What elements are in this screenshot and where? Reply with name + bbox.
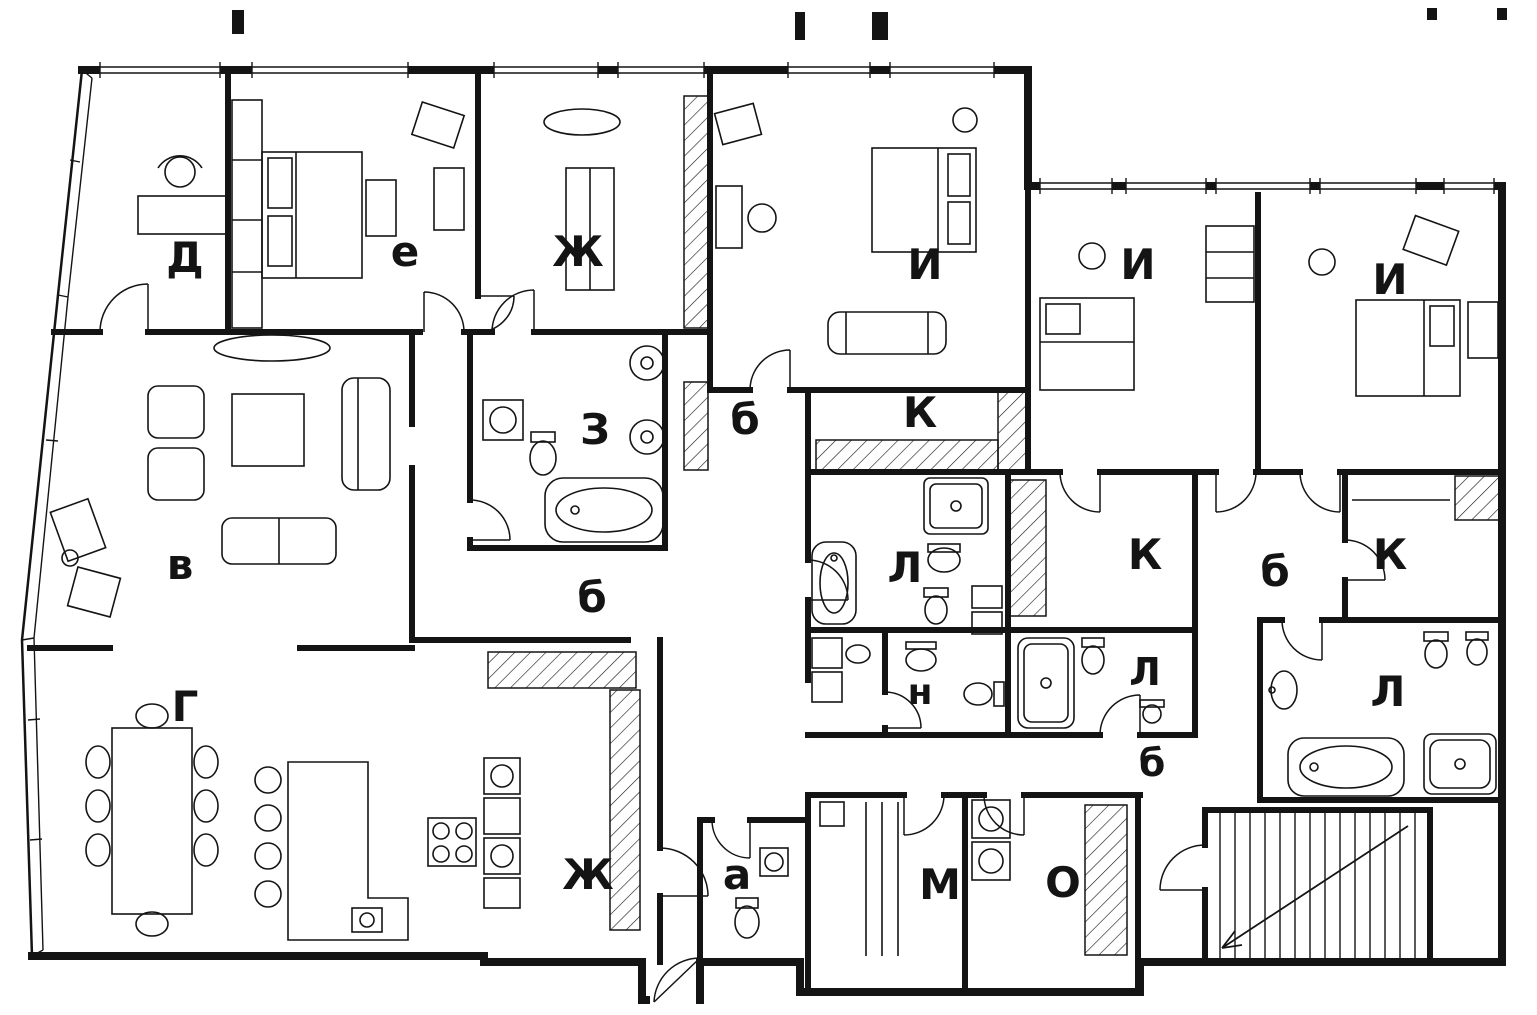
room-label-6-З: З <box>580 405 610 454</box>
room-label-14-б: б <box>577 573 607 622</box>
doors <box>99 283 1386 1004</box>
room-label-11-К: К <box>1127 530 1163 579</box>
room-label-12-б: б <box>1260 547 1290 596</box>
interior-walls <box>27 67 1505 993</box>
bath-l2-fixtures <box>1017 637 1165 729</box>
office-furniture <box>137 155 227 235</box>
room-label-5-И: И <box>1372 255 1408 304</box>
bedroom-e-furniture <box>231 99 466 329</box>
bedroom-i2-furniture <box>1039 225 1255 391</box>
room-label-8-К: К <box>902 388 938 437</box>
dining-room-furniture <box>85 703 409 941</box>
room-label-13-К: К <box>1372 530 1408 579</box>
glazed-facade <box>20 69 93 957</box>
living-room-furniture <box>49 334 391 618</box>
room-m-fixtures <box>819 801 899 956</box>
room-o-fixtures <box>971 799 1011 881</box>
room-label-17-Л: Л <box>1129 650 1161 694</box>
wardrobes <box>487 95 1502 956</box>
room-a-fixtures <box>734 847 789 939</box>
stairs <box>1219 812 1416 960</box>
room-label-0-Д: Д <box>166 233 204 282</box>
room-label-3-И: И <box>907 240 943 289</box>
room-label-22-М: М <box>919 860 961 909</box>
bath-l1-fixtures <box>811 477 1003 703</box>
room-label-1-е: е <box>390 227 420 276</box>
upper-structure-marks <box>232 8 1507 40</box>
room-label-16-н: н <box>907 672 933 713</box>
outer-walls <box>28 66 1506 1004</box>
bath-z-fixtures <box>482 345 665 543</box>
bath-l3-fixtures <box>1268 631 1497 797</box>
room-label-4-И: И <box>1120 240 1156 289</box>
room-label-15-Г: Г <box>171 682 199 731</box>
windows <box>99 62 1495 194</box>
room-label-18-б: б <box>1138 741 1166 785</box>
room-label-23-О: О <box>1045 858 1081 907</box>
kitchen-furniture <box>427 757 521 909</box>
room-label-9-в: в <box>166 540 194 589</box>
dressing-room-furniture <box>543 108 621 291</box>
room-label-19-Л: Л <box>1370 667 1406 716</box>
room-label-20-Ж: Ж <box>562 850 614 899</box>
room-label-21-а: а <box>722 850 752 899</box>
room-label-10-Л: Л <box>887 543 923 592</box>
bedroom-i3-furniture <box>1308 214 1499 397</box>
room-label-2-Ж: Ж <box>552 227 604 276</box>
wc-n-fixtures <box>905 641 1005 707</box>
room-label-7-б: б <box>730 395 760 444</box>
bedroom-i1-furniture <box>713 102 978 355</box>
furniture <box>49 99 1499 956</box>
